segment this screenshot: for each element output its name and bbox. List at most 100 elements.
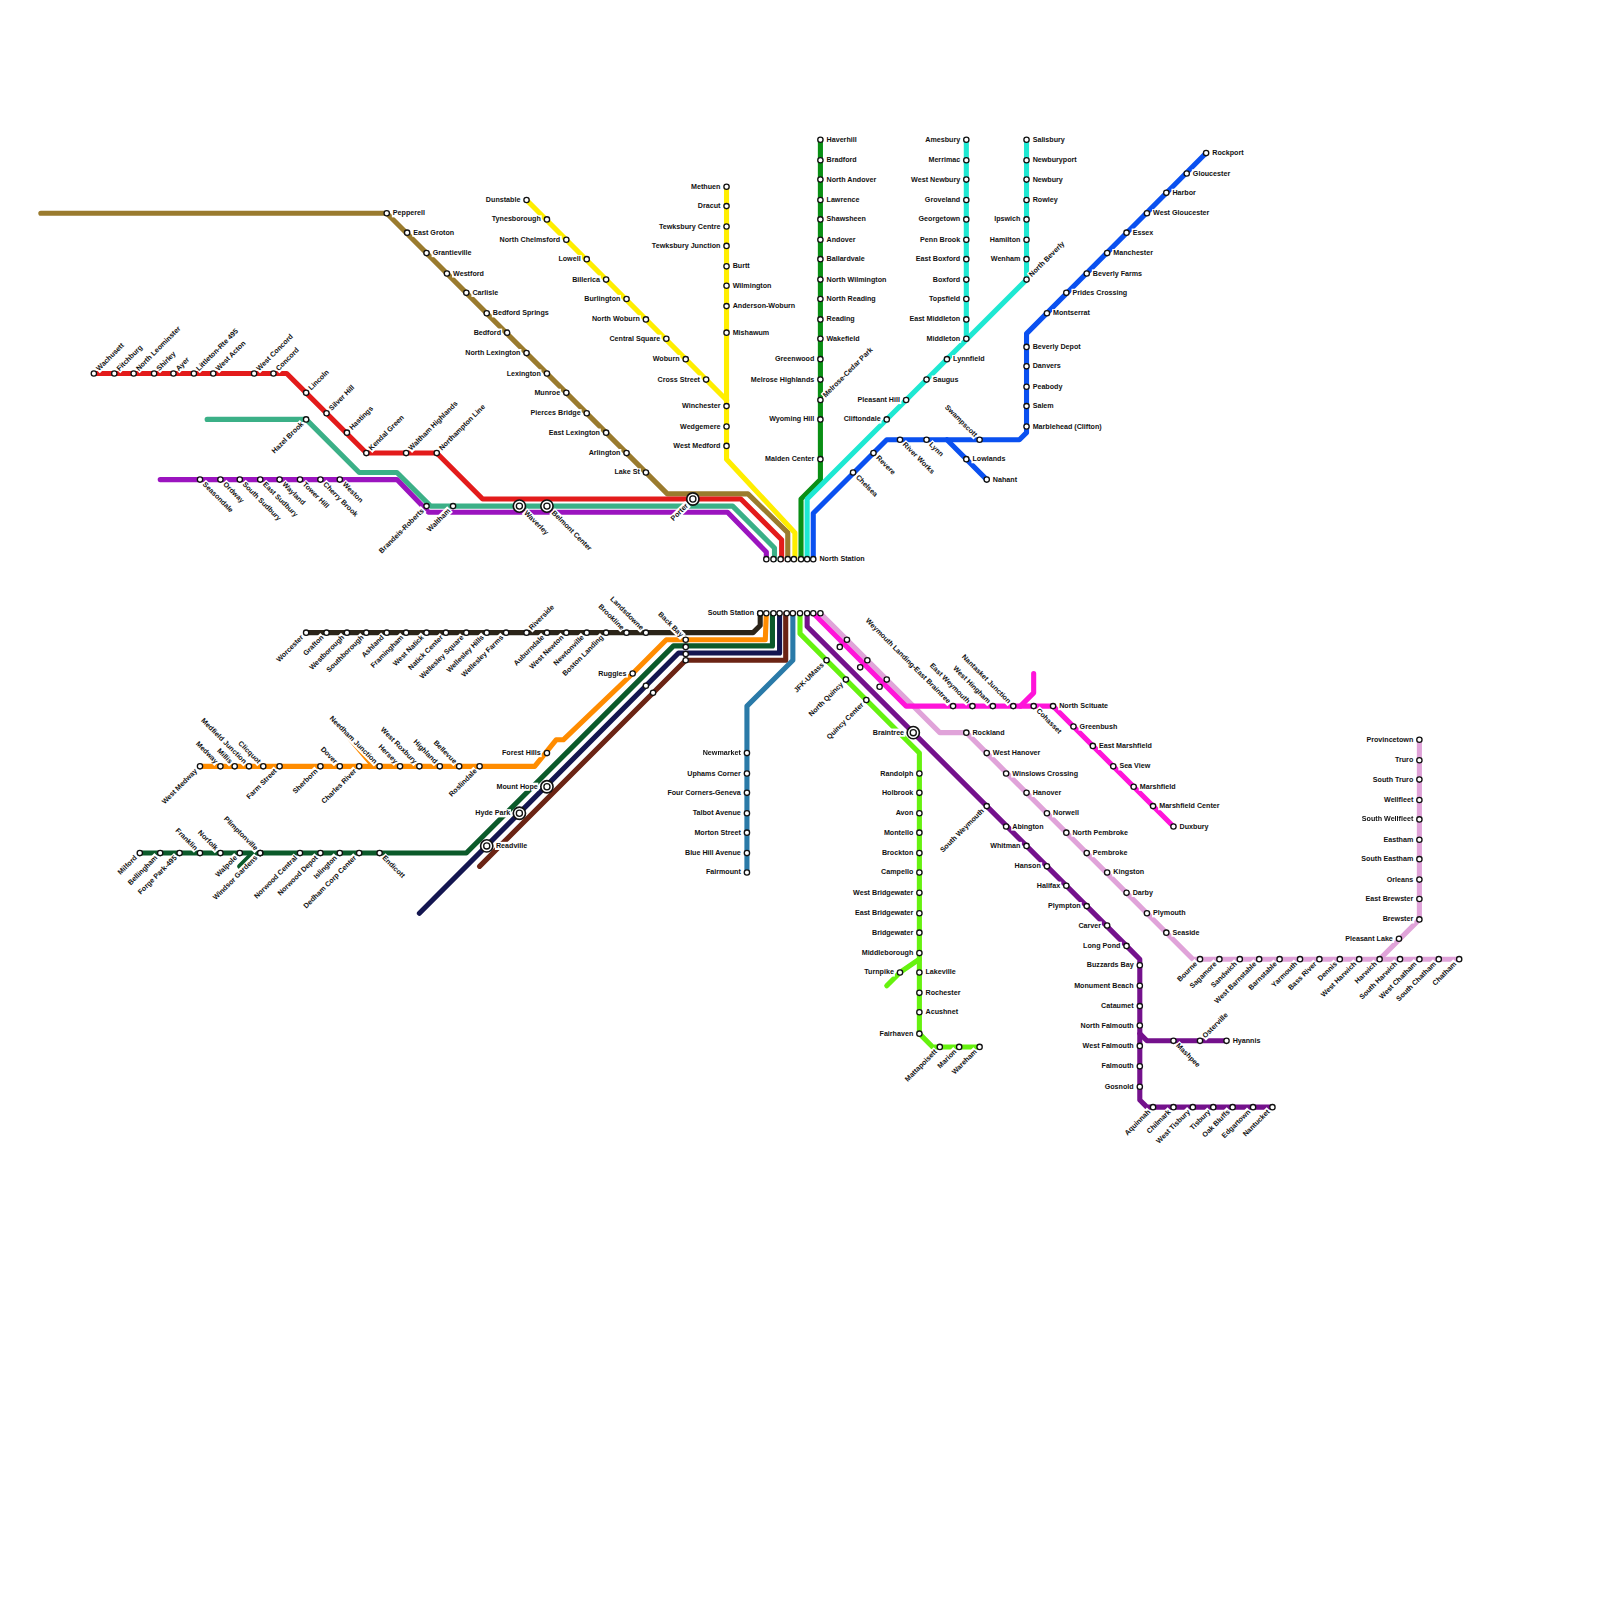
station-dot	[687, 493, 699, 505]
station-dot	[1111, 764, 1116, 769]
station-dot	[237, 477, 242, 482]
station-dot	[897, 970, 902, 975]
station-dot	[1171, 824, 1176, 829]
station-label: Truro	[1394, 756, 1414, 764]
station-label: Forest Hills	[501, 749, 542, 757]
station-dot	[344, 630, 349, 635]
station-dot	[683, 357, 688, 362]
station-dot	[303, 417, 308, 422]
station-dot	[524, 350, 529, 355]
station-dot	[811, 611, 816, 616]
station-label: Manchester	[1112, 249, 1154, 257]
station-dot	[744, 830, 749, 835]
station-dot	[1137, 1084, 1142, 1089]
station-label: Lynnfield	[952, 355, 986, 363]
station-dot	[790, 611, 795, 616]
station-label: South Weymouth	[938, 806, 987, 855]
station-dot	[724, 283, 729, 288]
station-label: Morton Street	[693, 829, 741, 837]
station-dot	[1417, 917, 1422, 922]
station-label: Plympton	[1047, 902, 1082, 910]
station-dot	[524, 630, 529, 635]
station-dot	[818, 377, 823, 382]
station-dot	[1137, 1043, 1142, 1048]
station-dot	[1457, 957, 1462, 962]
station-label: Lawrence	[826, 196, 861, 204]
station-dot	[564, 630, 569, 635]
station-dot	[1137, 983, 1142, 988]
station-label: Tewksbury Centre	[658, 222, 721, 230]
station-dot	[917, 970, 922, 975]
station-dot	[778, 557, 783, 562]
station-label: Seaside	[1171, 929, 1200, 937]
station-label: Kendal Green	[367, 413, 407, 453]
station-dot	[1197, 1038, 1202, 1043]
station-label: Penn Brook	[919, 236, 961, 244]
station-dot	[112, 371, 117, 376]
station-dot	[258, 850, 263, 855]
station-dot	[1171, 1038, 1176, 1043]
station-dot	[457, 764, 462, 769]
station-dot	[603, 430, 608, 435]
station-label: Long Pond	[1082, 942, 1121, 950]
station-label: Ballardvale	[826, 255, 866, 263]
station-dot	[818, 177, 823, 182]
station-dot	[258, 850, 263, 855]
station-label: Falmouth	[1101, 1062, 1135, 1070]
station-label: Haverhill	[826, 136, 858, 144]
station-dot	[403, 450, 408, 455]
station-label: Abington	[1011, 822, 1044, 830]
station-dot	[897, 437, 902, 442]
station-dot	[158, 850, 163, 855]
station-dot	[1144, 211, 1149, 216]
station-label: Woburn	[652, 355, 681, 363]
station-dot	[318, 850, 323, 855]
station-label: Peabody	[1032, 383, 1064, 391]
station-dot	[434, 450, 439, 455]
station-dot	[630, 671, 635, 676]
station-dot	[1224, 1038, 1229, 1043]
station-dot	[643, 470, 648, 475]
station-dot	[303, 630, 308, 635]
station-dot	[544, 217, 549, 222]
station-dot	[251, 371, 256, 376]
station-dot	[917, 870, 922, 875]
station-label: Cliftondale	[843, 415, 882, 423]
station-label: Cross Street	[656, 376, 701, 384]
station-label: Hanover	[1032, 789, 1063, 797]
station-dot	[917, 790, 922, 795]
station-label: Eastham	[1382, 836, 1414, 844]
station-dot	[1003, 771, 1008, 776]
station-label: Rochester	[924, 989, 961, 997]
station-dot	[544, 503, 550, 509]
station-label: Dunstable	[485, 196, 522, 204]
station-dot	[907, 727, 919, 739]
station-dot	[603, 277, 608, 282]
station-label: Hanson	[1014, 862, 1042, 870]
station-label: Quincy Center	[824, 700, 866, 742]
station-dot	[191, 371, 196, 376]
station-dot	[1131, 784, 1136, 789]
station-label: Duxbury	[1179, 822, 1210, 830]
station-label: Franklin	[173, 826, 200, 853]
station-label: Tynesborough	[491, 215, 542, 223]
station-label: Pepperell	[392, 209, 426, 217]
station-label: Pleasant Hill	[856, 396, 901, 404]
station-dot	[277, 764, 282, 769]
station-dot	[804, 611, 809, 616]
station-dot	[1417, 817, 1422, 822]
station-label: Melrose-Cedar Park	[821, 345, 876, 400]
station-label: Plimptonville	[221, 814, 260, 853]
station-dot	[924, 377, 929, 382]
station-label: Ayer	[174, 355, 192, 373]
station-dot	[481, 840, 493, 852]
station-dot	[917, 850, 922, 855]
station-label: West Newbury	[910, 176, 961, 184]
station-label: Munroe	[533, 389, 561, 397]
station-label: Montserrat	[1052, 309, 1091, 317]
station-dot	[1104, 250, 1109, 255]
station-dot	[1277, 957, 1282, 962]
station-label: Montello	[883, 829, 914, 837]
station-dot	[964, 217, 969, 222]
